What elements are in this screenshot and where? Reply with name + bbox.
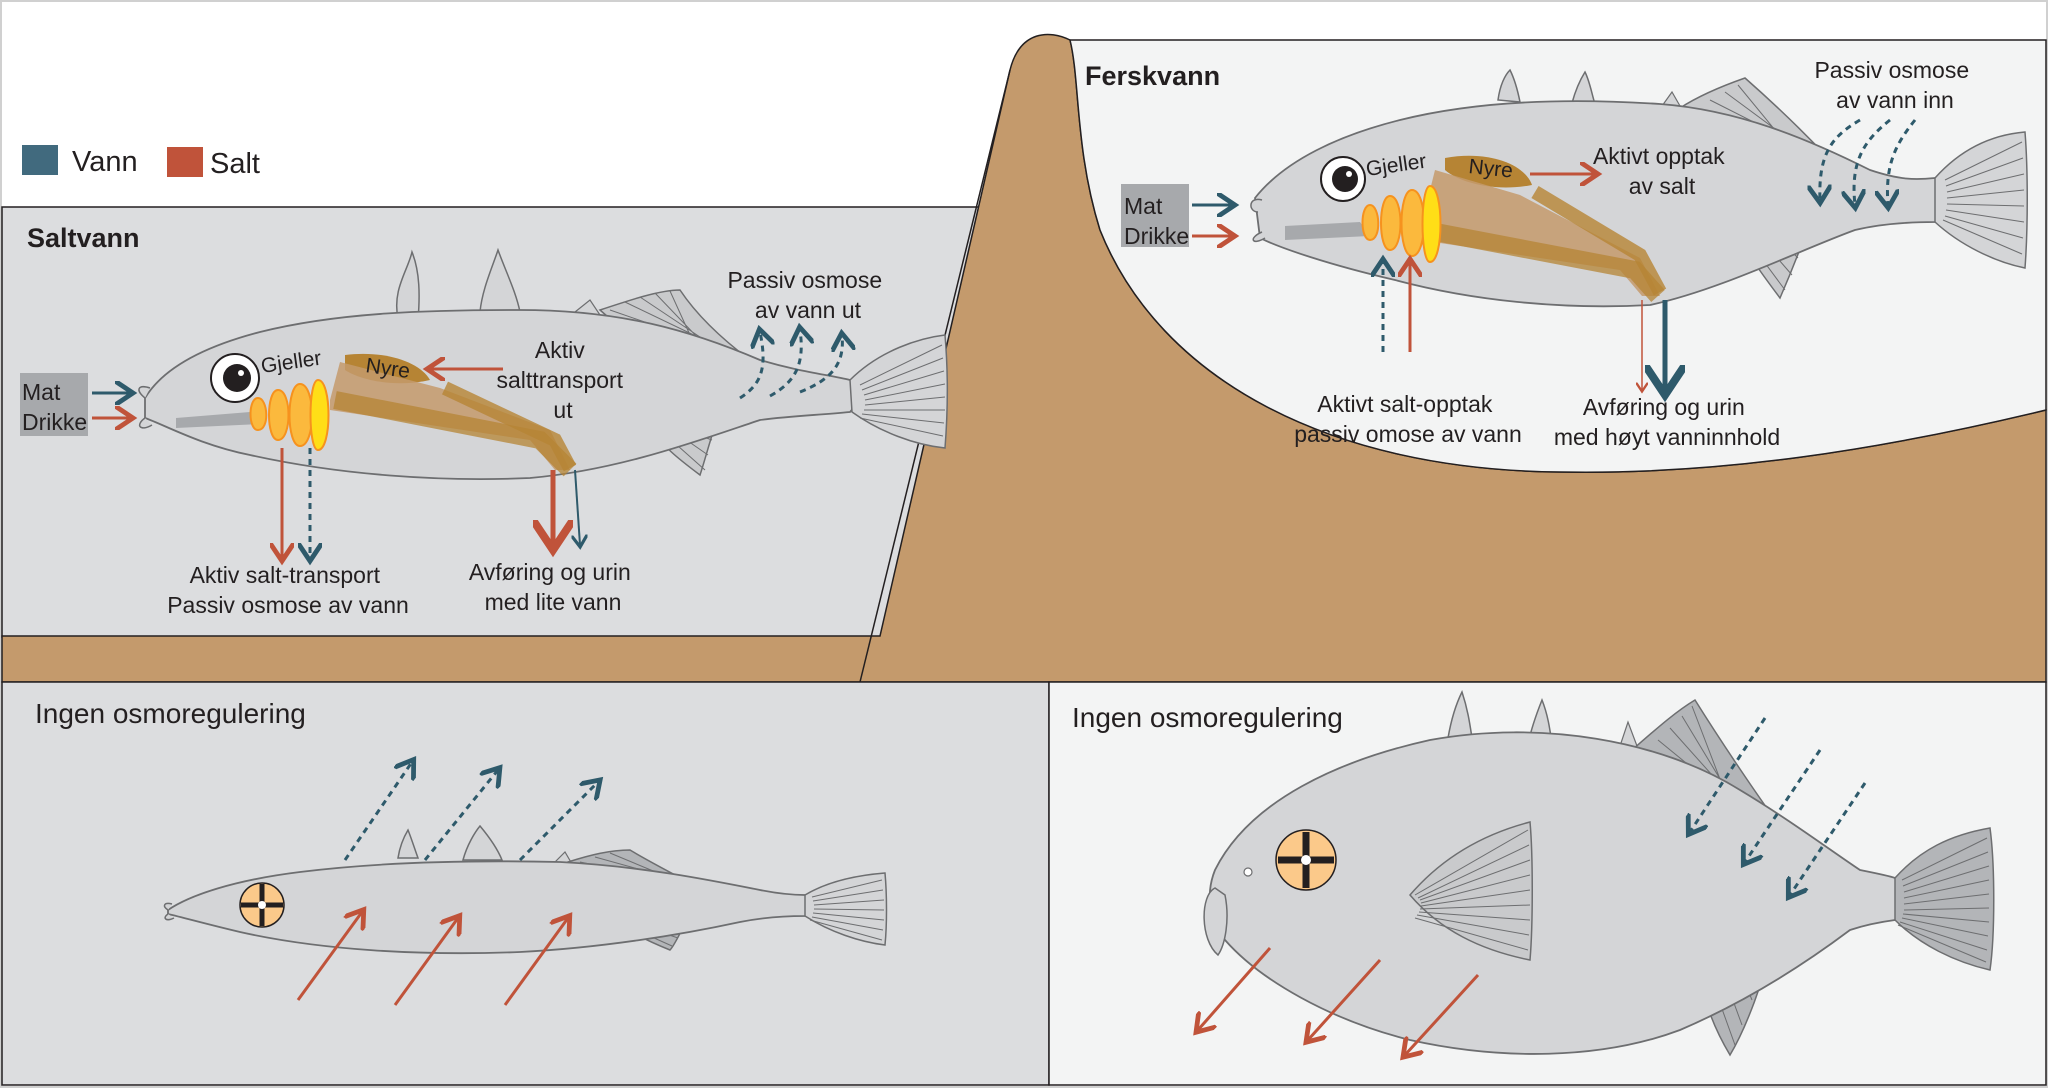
- thin-fish-eye: [239, 882, 285, 928]
- saltwater-title: Saltvann: [27, 223, 140, 253]
- legend-water-label: Vann: [72, 146, 138, 178]
- thin-fish-salt-arrows: [296, 912, 568, 1006]
- freshwater-gills: [1361, 184, 1442, 264]
- saltwater-gills: [249, 378, 330, 452]
- thin-fish: [163, 824, 888, 955]
- freshwater-gill-label: Aktivt salt-opptak passiv omose av vann: [1294, 391, 1522, 447]
- legend-salt-label: Salt: [210, 148, 260, 180]
- legend: Vann Salt: [22, 145, 260, 180]
- swollen-fish: [1203, 690, 1995, 1057]
- svg-text:Mat: Mat: [1124, 193, 1163, 219]
- saltwater-waste-label: Avføring og urin med lite vann: [469, 559, 637, 615]
- swollen-fish-water-arrows: [1690, 717, 1867, 895]
- freshwater-osmosis-label: Passiv osmose av vann inn: [1814, 57, 1975, 113]
- freshwater-food-box: Mat Drikke: [1121, 184, 1189, 249]
- freshwater-waste-label: Avføring og urin med høyt vanninnhold: [1554, 394, 1780, 450]
- freshwater-active-uptake-label: Aktivt opptak av salt: [1593, 143, 1731, 199]
- svg-text:Drikke: Drikke: [22, 409, 87, 435]
- freshwater-title: Ferskvann: [1085, 61, 1220, 91]
- svg-text:Mat: Mat: [22, 379, 61, 405]
- saltwater-food-box: Mat Drikke: [20, 373, 88, 436]
- freshwater-fish: [1250, 68, 2028, 308]
- swollen-fish-salt-arrows: [1198, 947, 1480, 1055]
- thin-fish-water-arrows: [343, 762, 598, 862]
- saltwater-osmosis-label: Passiv osmose av vann ut: [727, 267, 888, 323]
- legend-water-swatch: [22, 145, 58, 175]
- saltwater-fish: [138, 247, 948, 480]
- svg-text:Drikke: Drikke: [1124, 223, 1189, 249]
- saltwater-gill-label: Aktiv salt-transport Passiv osmose av va…: [167, 562, 409, 618]
- legend-salt-swatch: [167, 147, 203, 177]
- saltwater-active-transport-label: Aktiv salttransport ut: [497, 337, 630, 423]
- swollen-fish-eye: [1275, 829, 1337, 891]
- saltwater-osmosis-arrows: [739, 330, 842, 400]
- freshwater-kidney-label: Nyre: [1467, 155, 1514, 183]
- saltwater-waste-water-arrow: [575, 469, 580, 545]
- no-regulation-fresh-title: Ingen osmoregulering: [1072, 702, 1343, 733]
- no-regulation-salt-title: Ingen osmoregulering: [35, 698, 306, 729]
- freshwater-osmosis-arrows: [1820, 118, 1917, 205]
